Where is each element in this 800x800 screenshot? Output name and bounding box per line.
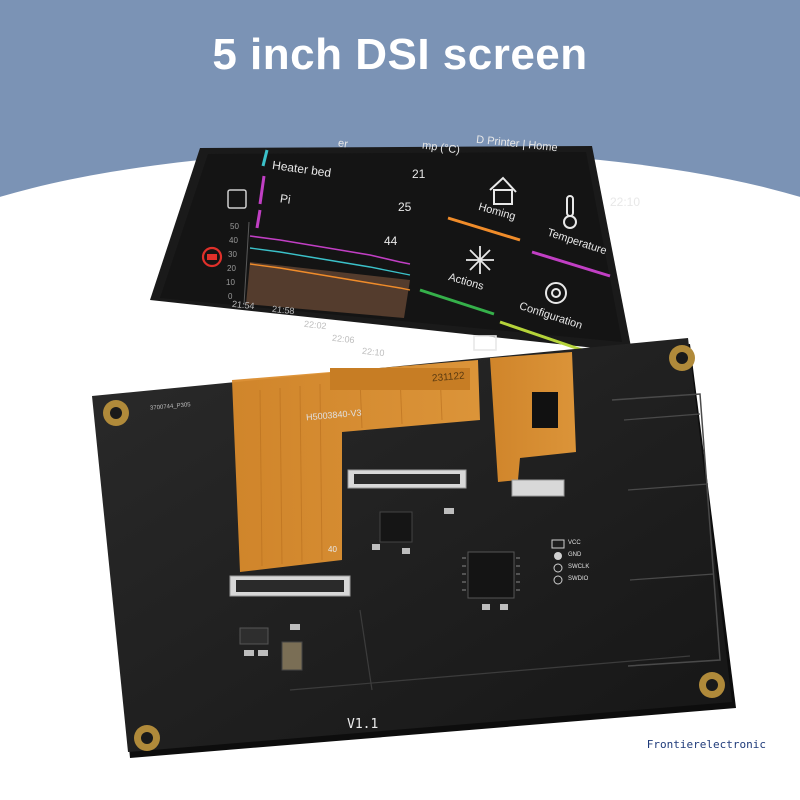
mcu-chip: [467, 551, 515, 599]
extra-menu-icon: [473, 335, 497, 351]
status-icon: [227, 189, 247, 209]
mounting-hole: [669, 345, 695, 371]
emergency-stop-icon: [201, 246, 223, 268]
graph-line-bed: [249, 235, 411, 265]
gear-icon: [545, 282, 567, 304]
thermometer-icon: [563, 195, 577, 229]
menu-bar-homing: [447, 216, 521, 242]
mounting-hole: [134, 725, 160, 751]
debug-pads: [551, 539, 565, 585]
menu-bar-actions: [419, 288, 495, 316]
mounting-hole: [103, 400, 129, 426]
fpc-ribbon-main: [232, 360, 480, 572]
mounting-hole: [699, 672, 725, 698]
ffc-connector-right: [511, 479, 565, 497]
watermark: Frontierelectronic: [646, 738, 766, 751]
arrows-icon: [466, 246, 494, 274]
pcb-board: [92, 338, 736, 758]
menu-bar-temperature: [531, 250, 611, 278]
house-icon: [489, 176, 517, 205]
ic-chip: [379, 511, 413, 543]
temperature-graph: [243, 221, 411, 318]
fpc-stiffener: [330, 368, 470, 390]
fpc-chip: [532, 392, 558, 428]
headline: 5 inch DSI screen: [212, 30, 588, 79]
graph-line-pi: [249, 247, 411, 276]
menu-bar-configuration: [499, 320, 583, 352]
graph-line-hotend: [249, 263, 411, 291]
inductor: [281, 641, 303, 671]
lcd-panel: [150, 146, 632, 352]
